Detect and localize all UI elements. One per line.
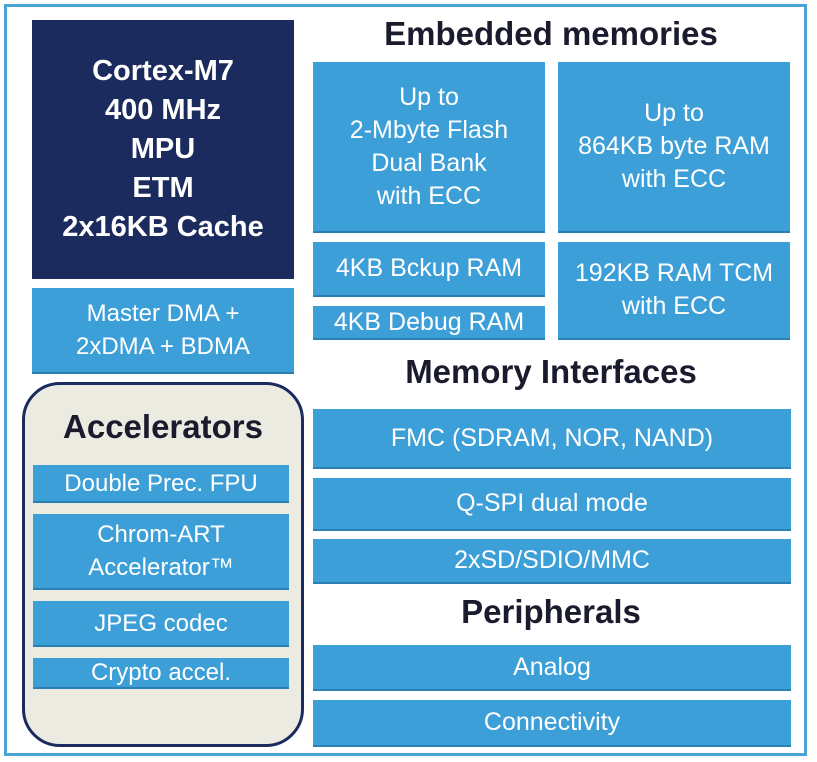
flash-line: Up to — [399, 82, 459, 111]
core-line: 2x16KB Cache — [62, 211, 264, 243]
ram-line: 864KB byte RAM — [578, 132, 770, 160]
core-line: MPU — [130, 133, 196, 165]
embedded-memories-title: Embedded memories — [384, 15, 718, 52]
accelerator-crypto-block: Crypto accel. — [33, 658, 289, 689]
debug-ram-block: 4KB Debug RAM — [313, 306, 545, 340]
sd-interface-block: 2xSD/SDIO/MMC — [313, 539, 791, 584]
accelerator-chrom-art-block: Chrom-ART Accelerator™ — [33, 514, 289, 590]
ram-line: with ECC — [621, 165, 727, 193]
ram-line: Up to — [644, 99, 704, 127]
peripheral-label: Connectivity — [483, 708, 621, 736]
tcm-ram-block: 192KB RAM TCM with ECC — [558, 242, 790, 340]
accelerator-fpu-block: Double Prec. FPU — [33, 465, 289, 503]
debug-ram-label: 4KB Debug RAM — [333, 307, 525, 336]
core-line: 400 MHz — [104, 94, 222, 126]
qspi-interface-block: Q-SPI dual mode — [313, 478, 791, 531]
interface-label: FMC (SDRAM, NOR, NAND) — [390, 423, 714, 452]
core-line: Cortex-M7 — [92, 55, 234, 87]
dma-line: Master DMA + — [86, 300, 240, 327]
connectivity-peripheral-block: Connectivity — [313, 700, 791, 747]
tcm-line: with ECC — [621, 292, 727, 320]
backup-ram-label: 4KB Bckup RAM — [335, 254, 523, 282]
interface-label: Q-SPI dual mode — [456, 489, 648, 517]
accelerator-label: Crypto accel. — [90, 659, 232, 686]
flash-memory-block: Up to 2-Mbyte Flash Dual Bank with ECC — [313, 62, 545, 233]
memory-interfaces-title: Memory Interfaces — [405, 353, 697, 390]
cortex-m7-core-block: Cortex-M7 400 MHz MPU ETM 2x16KB Cache — [32, 20, 294, 279]
fmc-interface-block: FMC (SDRAM, NOR, NAND) — [313, 409, 791, 469]
peripherals-title: Peripherals — [461, 593, 641, 630]
interface-label: 2xSD/SDIO/MMC — [454, 546, 650, 574]
dma-line: 2xDMA + BDMA — [75, 333, 251, 360]
core-line: ETM — [132, 172, 194, 204]
accelerator-label: JPEG codec — [94, 609, 228, 637]
flash-line: Dual Bank — [371, 148, 487, 177]
dma-block: Master DMA + 2xDMA + BDMA — [32, 288, 294, 374]
accelerator-label: Double Prec. FPU — [64, 469, 258, 497]
flash-line: with ECC — [376, 181, 482, 210]
peripheral-label: Analog — [513, 652, 591, 681]
flash-line: 2-Mbyte Flash — [349, 115, 509, 144]
accelerator-label: Accelerator™ — [88, 554, 234, 581]
tcm-line: 192KB RAM TCM — [574, 259, 774, 287]
accelerator-jpeg-block: JPEG codec — [33, 601, 289, 647]
accelerators-title: Accelerators — [63, 408, 263, 445]
analog-peripheral-block: Analog — [313, 645, 791, 691]
accelerator-label: Chrom-ART — [97, 521, 225, 548]
backup-ram-block: 4KB Bckup RAM — [313, 242, 545, 297]
ram-memory-block: Up to 864KB byte RAM with ECC — [558, 62, 790, 233]
